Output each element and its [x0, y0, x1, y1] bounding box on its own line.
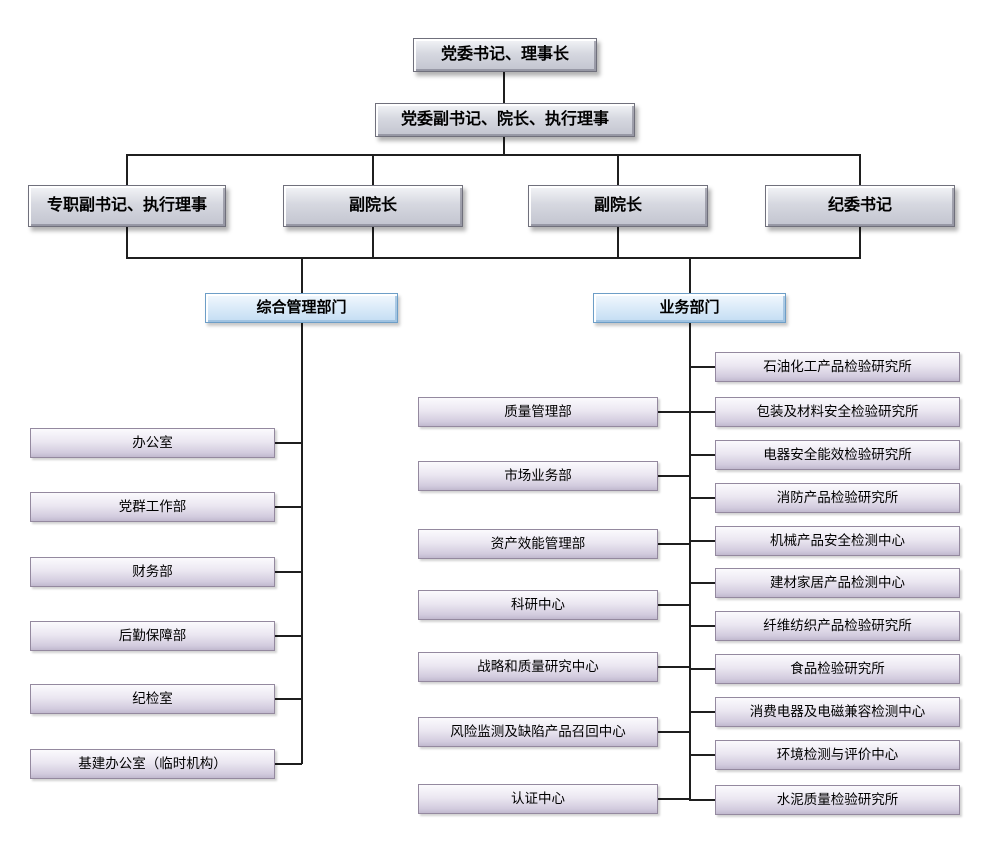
institute-node: 食品检验研究所 — [715, 654, 960, 684]
connector — [372, 227, 374, 258]
node-vice-president-2: 副院长 — [528, 185, 708, 227]
connector — [275, 698, 302, 700]
connector — [658, 411, 690, 413]
institute-node: 建材家居产品检测中心 — [715, 568, 960, 598]
institute-node: 纤维纺织产品检验研究所 — [715, 611, 960, 641]
admin-dept-node: 办公室 — [30, 428, 275, 458]
connector — [275, 635, 302, 637]
institute-node: 机械产品安全检测中心 — [715, 526, 960, 556]
connector — [275, 571, 302, 573]
connector — [372, 154, 374, 185]
institute-node: 电器安全能效检验研究所 — [715, 440, 960, 470]
business-dept-node: 质量管理部 — [418, 397, 658, 427]
business-dept-node: 科研中心 — [418, 590, 658, 620]
institute-node: 消防产品检验研究所 — [715, 483, 960, 513]
institute-node: 包装及材料安全检验研究所 — [715, 397, 960, 427]
connector — [690, 754, 715, 756]
connector — [859, 227, 861, 258]
connector — [301, 323, 303, 764]
connector — [658, 604, 690, 606]
connector — [689, 323, 691, 801]
connector — [658, 731, 690, 733]
connector — [690, 668, 715, 670]
connector — [690, 711, 715, 713]
admin-dept-node: 纪检室 — [30, 684, 275, 714]
node-vice-president-1: 副院长 — [283, 185, 463, 227]
business-dept-node: 战略和质量研究中心 — [418, 652, 658, 682]
business-dept-node: 风险监测及缺陷产品召回中心 — [418, 717, 658, 747]
institute-node: 环境检测与评价中心 — [715, 740, 960, 770]
node-president: 党委副书记、院长、执行理事 — [375, 103, 635, 137]
connector — [690, 540, 715, 542]
category-business-departments: 业务部门 — [593, 293, 786, 323]
connector — [690, 366, 715, 368]
admin-dept-node: 基建办公室（临时机构） — [30, 749, 275, 779]
connector — [503, 72, 505, 103]
connector — [301, 257, 303, 293]
connector — [658, 543, 690, 545]
node-deputy-secretary-executive: 专职副书记、执行理事 — [28, 185, 226, 227]
node-discipline-secretary: 纪委书记 — [765, 185, 955, 227]
connector — [859, 154, 861, 185]
connector — [689, 257, 691, 293]
connector — [658, 666, 690, 668]
business-dept-node: 市场业务部 — [418, 461, 658, 491]
connector — [503, 137, 505, 155]
connector — [617, 154, 619, 185]
connector — [275, 442, 302, 444]
connector — [690, 411, 715, 413]
connector — [690, 454, 715, 456]
connector — [126, 227, 128, 258]
business-dept-node: 资产效能管理部 — [418, 529, 658, 559]
connector — [617, 227, 619, 258]
connector — [658, 798, 690, 800]
connector — [690, 582, 715, 584]
node-party-secretary-chairman: 党委书记、理事长 — [413, 38, 597, 72]
connector — [126, 154, 128, 185]
connector — [690, 799, 715, 801]
institute-node: 消费电器及电磁兼容检测中心 — [715, 697, 960, 727]
institute-node: 石油化工产品检验研究所 — [715, 352, 960, 382]
connector — [690, 625, 715, 627]
category-admin-departments: 综合管理部门 — [205, 293, 398, 323]
admin-dept-node: 财务部 — [30, 557, 275, 587]
admin-dept-node: 党群工作部 — [30, 492, 275, 522]
business-dept-node: 认证中心 — [418, 784, 658, 814]
institute-node: 水泥质量检验研究所 — [715, 785, 960, 815]
connector — [126, 257, 861, 259]
connector — [126, 154, 861, 156]
admin-dept-node: 后勤保障部 — [30, 621, 275, 651]
connector — [658, 475, 690, 477]
connector — [690, 497, 715, 499]
connector — [275, 506, 302, 508]
connector — [275, 763, 302, 765]
